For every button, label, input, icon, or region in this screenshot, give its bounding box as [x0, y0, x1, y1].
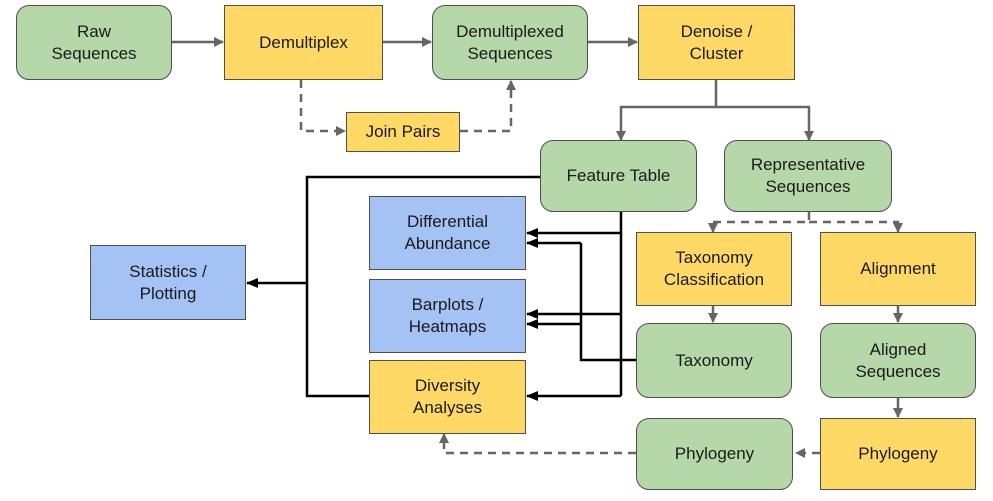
node-aligned-sequences[interactable]: Aligned Sequences — [820, 323, 976, 398]
edge-denoise-to-featuretable — [616, 80, 718, 141]
edge-repseqs-to-alignment — [809, 220, 903, 233]
node-demultiplex[interactable]: Demultiplex — [224, 5, 383, 80]
line-taxonomy-bus — [579, 243, 636, 362]
node-join-pairs[interactable]: Join Pairs — [346, 112, 460, 152]
node-diversity-analyses[interactable]: Diversity Analyses — [369, 360, 526, 434]
node-statistics-plotting[interactable]: Statistics / Plotting — [90, 245, 246, 320]
node-denoise-cluster[interactable]: Denoise / Cluster — [638, 5, 795, 80]
edge-phylogeny-to-diversity — [439, 433, 636, 455]
edge-diversity-to-statistics — [305, 283, 369, 398]
node-barplots-heatmaps[interactable]: Barplots / Heatmaps — [369, 279, 526, 353]
node-differential-abundance[interactable]: Differential Abundance — [369, 196, 526, 270]
node-representative-sequences[interactable]: Representative Sequences — [724, 140, 892, 212]
node-taxonomy[interactable]: Taxonomy — [636, 323, 792, 398]
node-taxonomy-classification[interactable]: Taxonomy Classification — [636, 232, 792, 306]
node-demultiplexed-sequences[interactable]: Demultiplexed Sequences — [432, 5, 588, 80]
node-alignment[interactable]: Alignment — [820, 232, 976, 306]
edge-repseqs-to-taxclass — [708, 212, 811, 233]
node-phylogeny-result[interactable]: Phylogeny — [636, 418, 793, 490]
edge-demultiplex-to-joinpairs — [299, 80, 346, 136]
node-feature-table[interactable]: Feature Table — [540, 140, 697, 212]
node-raw-sequences[interactable]: Raw Sequences — [16, 5, 172, 80]
edge-featuretable-to-statistics — [246, 175, 540, 288]
edge-denoise-to-repseqs — [716, 105, 814, 141]
edge-joinpairs-to-demuxseq — [460, 80, 516, 133]
node-phylogeny-step[interactable]: Phylogeny — [820, 418, 976, 490]
